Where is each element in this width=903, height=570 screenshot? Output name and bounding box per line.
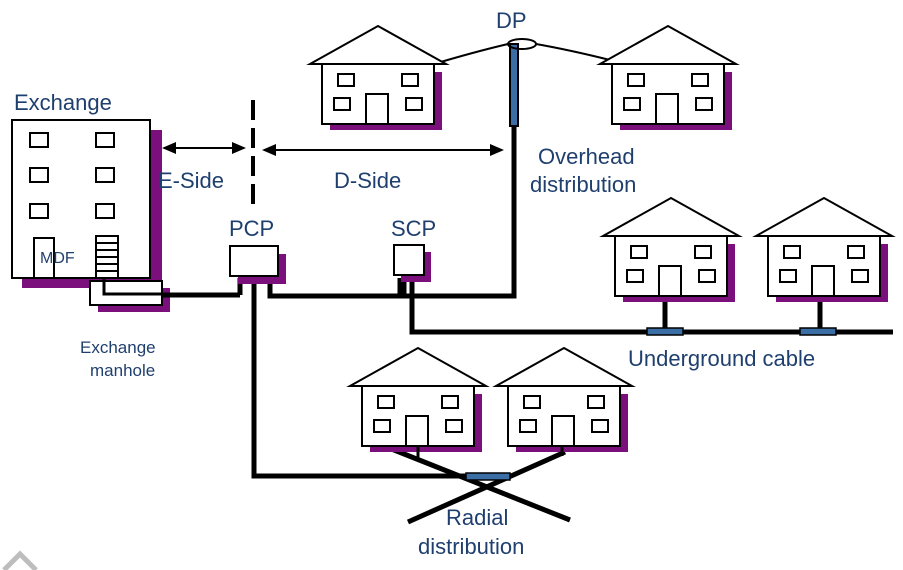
house-icon <box>349 347 487 453</box>
underground-joints <box>646 327 837 336</box>
pcp-cabinet <box>229 245 286 284</box>
scp-cabinet <box>393 244 431 282</box>
mdf-label: MDF <box>40 250 75 267</box>
underground-label: Underground cable <box>628 346 815 371</box>
radial-joint <box>465 472 511 481</box>
radial-label-2: distribution <box>418 534 524 559</box>
exchange-manhole-label-1: Exchange <box>80 338 156 357</box>
dp-pole <box>433 38 611 127</box>
exchange-label: Exchange <box>14 90 112 115</box>
house-icon <box>599 25 737 131</box>
pcp-label: PCP <box>229 216 274 241</box>
e-side-label: E-Side <box>158 168 224 193</box>
exchange-building <box>11 119 162 288</box>
exchange-manhole-label-2: manhole <box>90 361 155 380</box>
overhead-label-1: Overhead <box>538 144 635 169</box>
home-icon[interactable] <box>2 550 38 570</box>
dp-label: DP <box>496 8 527 33</box>
side-boundary <box>162 100 504 212</box>
d-side-label: D-Side <box>334 168 401 193</box>
cables <box>162 50 893 525</box>
radial-label-1: Radial <box>446 505 508 530</box>
mdf-frame <box>95 235 119 279</box>
house-icon <box>755 197 893 303</box>
scp-label: SCP <box>391 216 436 241</box>
exchange-manhole <box>89 278 170 312</box>
house-icon <box>309 25 447 131</box>
house-icon <box>495 347 633 453</box>
house-icon <box>602 197 740 303</box>
overhead-label-2: distribution <box>530 172 636 197</box>
